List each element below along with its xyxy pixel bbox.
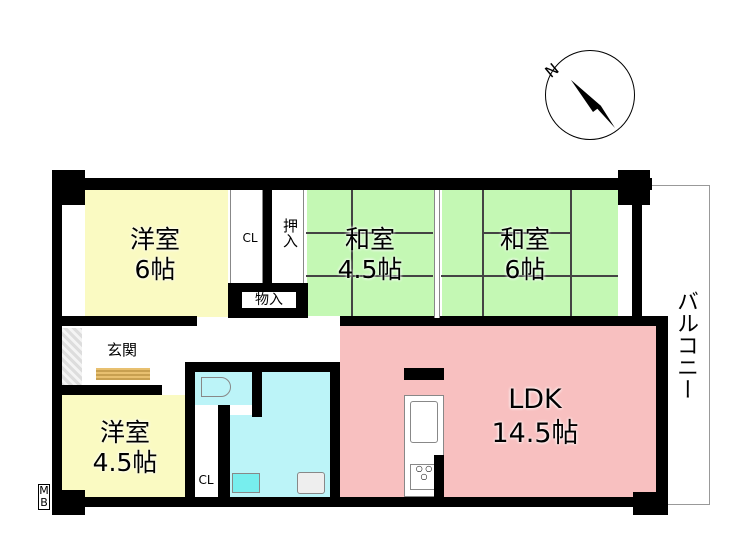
japanese-room-6 <box>441 189 618 316</box>
wall <box>52 178 652 190</box>
room-name: 洋室 <box>99 418 150 447</box>
oshiire-label: 押入 <box>281 218 299 248</box>
room-name: LDK <box>508 384 562 415</box>
room-size: 6帖 <box>134 255 176 284</box>
mb-label: MB <box>38 484 50 510</box>
wall <box>404 368 444 380</box>
wall <box>632 190 642 320</box>
room-size: 14.5帖 <box>491 418 579 449</box>
entrance-label: 玄関 <box>106 341 137 359</box>
room-size: 6帖 <box>504 255 546 284</box>
closet-1 <box>230 190 263 283</box>
wall <box>434 455 444 497</box>
oshiire <box>272 190 304 283</box>
room-size: 4.5帖 <box>337 255 403 284</box>
bathtub-icon <box>232 473 260 493</box>
bathroom <box>230 415 262 497</box>
toilet-icon <box>201 377 231 397</box>
washbasin-icon <box>297 472 325 494</box>
western-room-6 <box>85 190 228 317</box>
room-size: 4.5帖 <box>92 448 158 477</box>
balcony <box>648 185 710 505</box>
closet-2-label: CL <box>198 473 214 487</box>
wall <box>52 385 162 395</box>
japanese-room-4-5 <box>306 189 434 316</box>
washroom <box>262 372 330 497</box>
sink-icon <box>410 401 438 443</box>
wall <box>52 170 62 515</box>
wall <box>52 316 197 326</box>
wall <box>263 190 272 285</box>
wall <box>340 316 668 326</box>
ldk <box>340 326 656 498</box>
wall <box>252 372 262 417</box>
entrance-step <box>96 368 150 380</box>
wall <box>434 190 440 318</box>
closet-1-label: CL <box>242 231 258 245</box>
storage-label: 物入 <box>242 292 296 308</box>
wall <box>52 497 668 507</box>
room-name: 和室 <box>344 225 395 254</box>
wall <box>656 316 668 506</box>
western-room-4-5 <box>62 395 185 497</box>
wall <box>185 362 340 372</box>
balcony-label: バルコニー <box>673 290 698 400</box>
toilet <box>195 372 252 405</box>
wall <box>185 362 195 497</box>
compass-needle-icon <box>571 80 615 128</box>
wall <box>218 405 230 497</box>
compass: N <box>541 50 635 140</box>
wall <box>52 490 85 515</box>
wall <box>330 372 340 497</box>
room-name: 洋室 <box>129 225 180 254</box>
room-name: 和室 <box>499 225 550 254</box>
